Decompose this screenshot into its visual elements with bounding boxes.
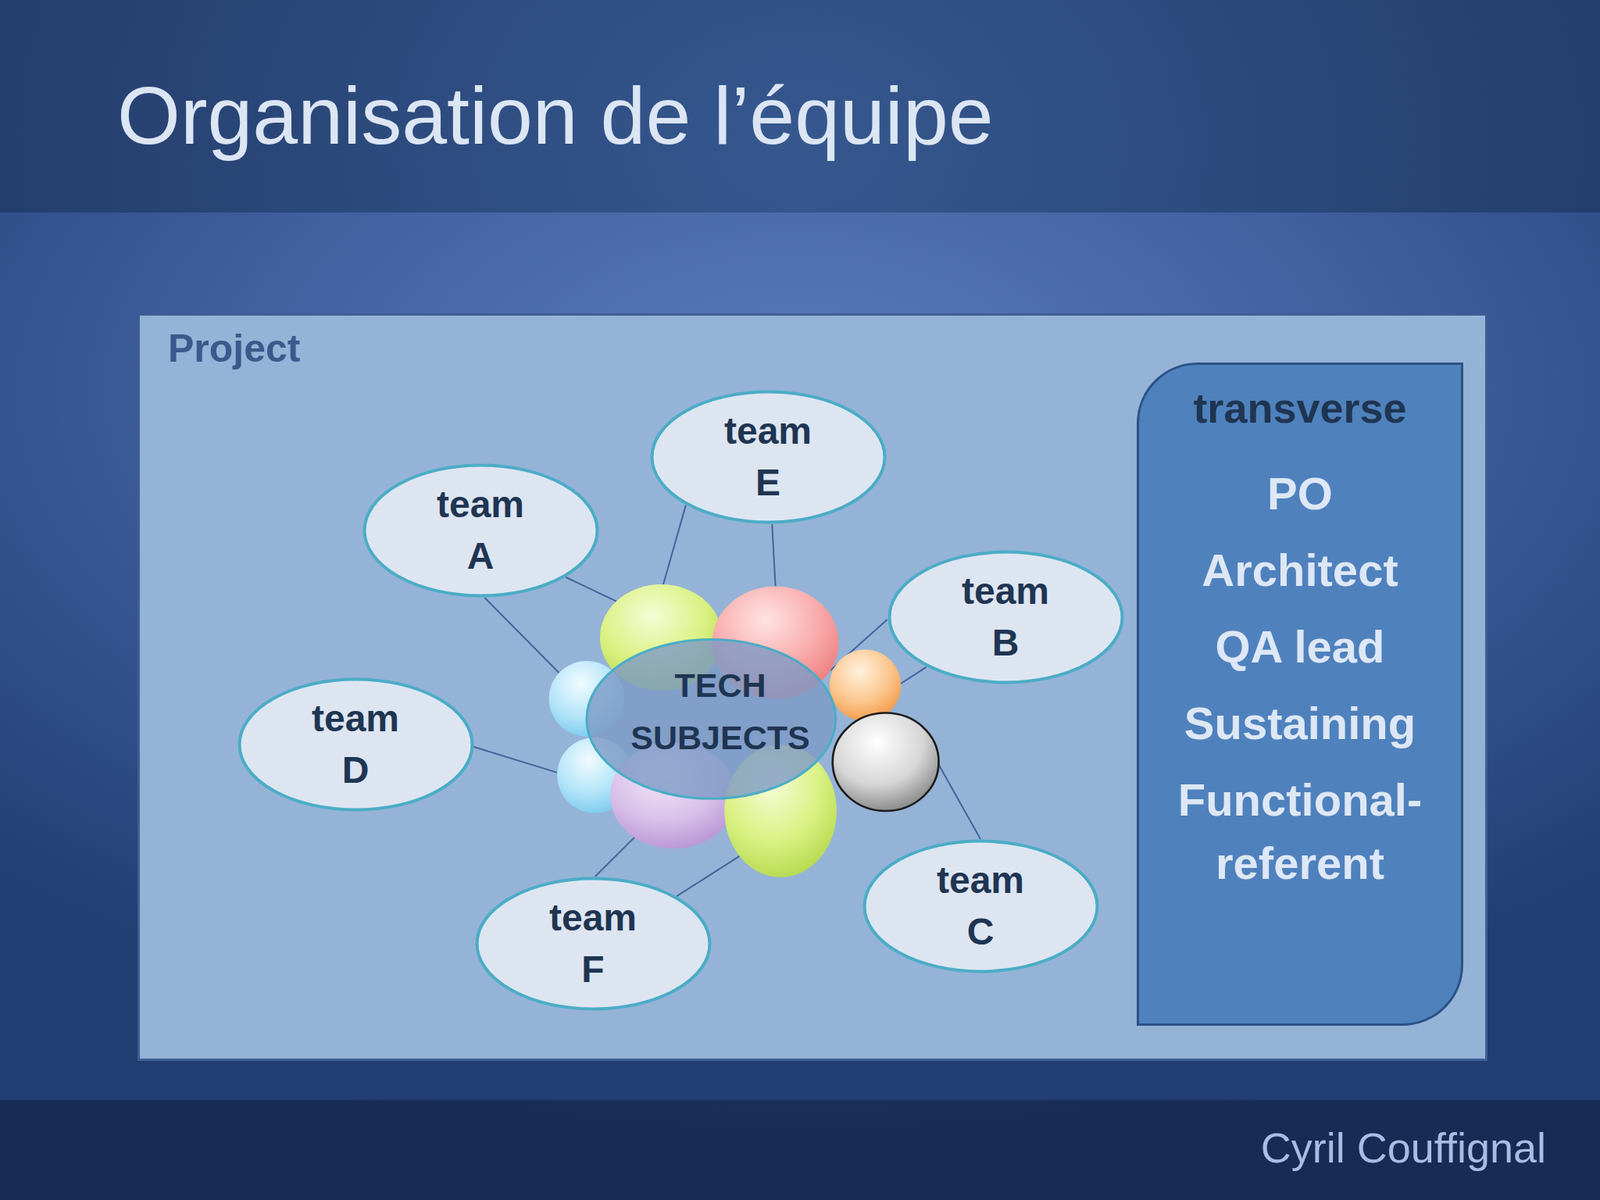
team-label: team D — [311, 692, 400, 797]
role-item: QA lead — [1154, 614, 1446, 679]
connector-line — [771, 524, 775, 587]
team-ellipse-shape — [651, 392, 885, 523]
group-heading: Project — [167, 326, 301, 372]
cluster-label: TECH SUBJECTS — [630, 659, 810, 765]
team-ellipse-shape — [476, 878, 710, 1010]
team-ellipse: team A — [362, 463, 600, 598]
author-credit: Cyril Couffignal — [1260, 1123, 1547, 1172]
role-item: Sustaining — [1154, 691, 1446, 755]
transverse-panel: transversePO Architect QA leadSustainingFu… — [1136, 362, 1464, 1026]
team-ellipse-shape — [864, 841, 1097, 972]
connector-line — [676, 856, 740, 897]
team-outline — [362, 463, 600, 598]
team-label: team F — [549, 892, 637, 996]
content-band — [0, 212, 1600, 1100]
connector-line — [473, 746, 558, 773]
subject-bubble — [832, 713, 940, 811]
tech-subjects-cluster: TECH SUBJECTS — [546, 584, 940, 878]
team-ellipse: team D — [237, 677, 475, 812]
team-ellipse: team E — [650, 389, 887, 525]
connector-line — [663, 505, 686, 585]
team-ellipse: team F — [475, 876, 712, 1011]
team-ellipse-shape — [239, 679, 472, 811]
connector-line — [900, 667, 926, 684]
panel-heading: transverse — [1154, 380, 1446, 436]
core-ellipse — [586, 639, 836, 800]
team-ellipse-shape — [364, 465, 597, 597]
subject-bubble — [829, 650, 901, 722]
project-frame: team A team E team B TECH SUBJECTS team D tea… — [137, 313, 1488, 1061]
team-outline — [475, 876, 712, 1011]
connector-line — [484, 597, 559, 673]
role-item: Functional-referent — [1154, 767, 1446, 895]
team-outline — [650, 389, 887, 525]
team-outline — [237, 677, 475, 812]
team-label: team E — [724, 405, 812, 509]
team-outline — [887, 550, 1125, 685]
team-ellipse: team C — [862, 839, 1100, 974]
team-label: team C — [936, 854, 1025, 958]
role-item: Architect — [1154, 538, 1446, 602]
slide-title: Organisation de l’équipe — [117, 69, 994, 164]
team-ellipse-shape — [889, 552, 1122, 683]
team-outline — [862, 839, 1100, 974]
connector-line — [938, 764, 981, 840]
team-ellipse: team B — [887, 550, 1125, 685]
team-label: team B — [961, 565, 1050, 669]
connector-line — [565, 577, 617, 602]
connector-line — [595, 837, 635, 877]
team-label: team A — [436, 478, 525, 583]
role-item: PO — [1154, 461, 1446, 525]
